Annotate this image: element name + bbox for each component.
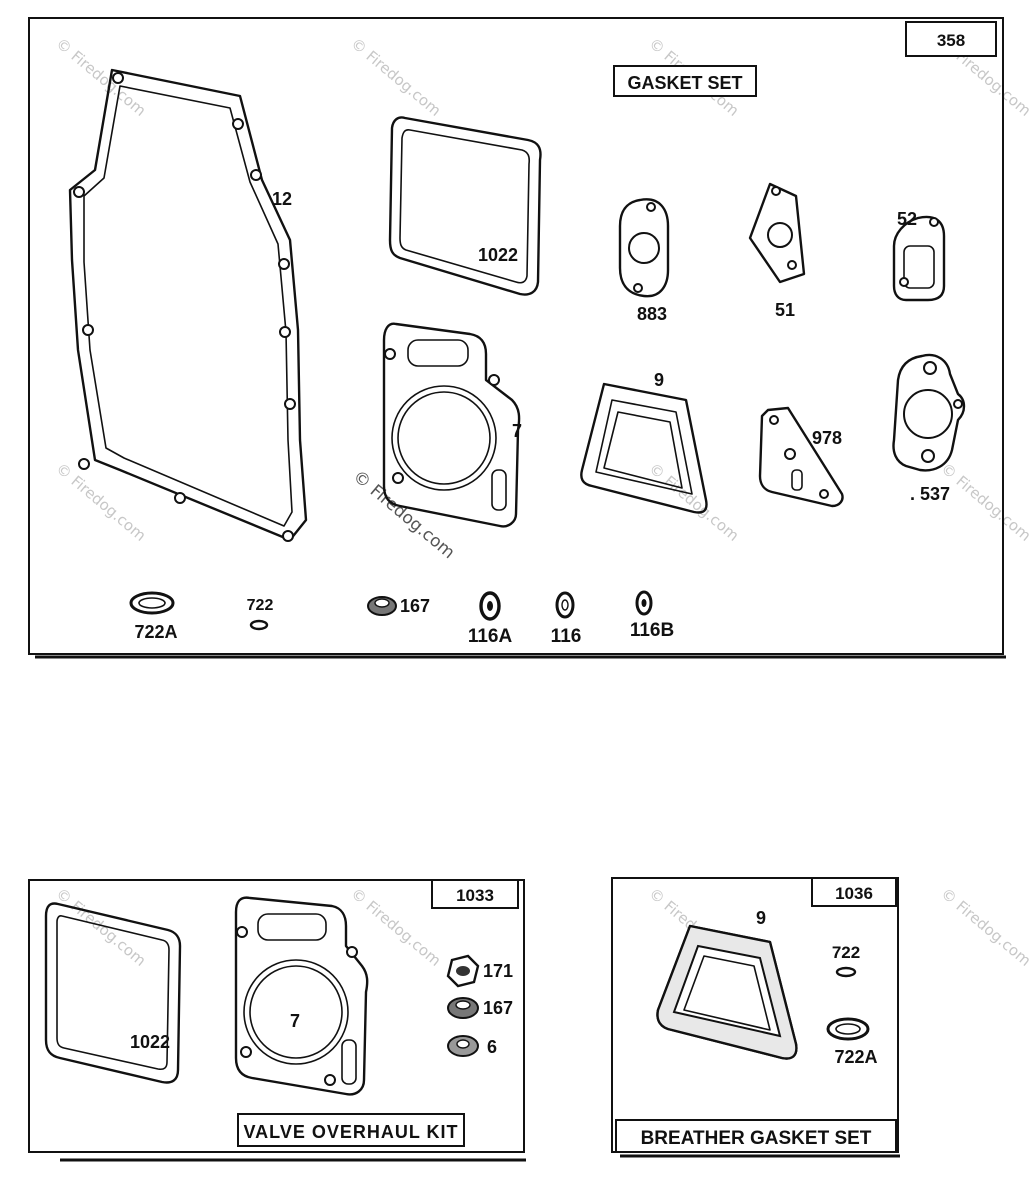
washer-116a: [479, 591, 501, 621]
part-label-9: 9: [654, 370, 664, 390]
exhaust-gasket-537: [892, 353, 966, 472]
panel-title-box: [615, 1119, 897, 1153]
panel-title-box: [613, 65, 757, 97]
part-label-116a: 116A: [468, 626, 513, 647]
part-label-167: 167: [483, 998, 513, 1018]
part-label-7: 7: [512, 421, 522, 441]
breather-gasket-9: [580, 382, 708, 514]
seal-722a: [826, 1017, 870, 1041]
rocker-cover-gasket: [44, 902, 182, 1084]
panel-title: VALVE OVERHAUL KIT: [243, 1122, 458, 1142]
watermark: © Firedog.com: [52, 884, 149, 969]
part-label-883: 883: [637, 304, 667, 324]
panel-frame: [28, 17, 1004, 655]
part-label-171: 171: [483, 961, 513, 981]
part-label-1022: 1022: [130, 1032, 170, 1052]
part-label-6: 6: [487, 1037, 497, 1057]
part-label-116: 116: [551, 626, 582, 647]
part-label-722a: 722A: [834, 1047, 877, 1067]
cylinder-head-gasket: [382, 322, 521, 528]
watermark: © Firedog.com: [52, 459, 149, 544]
part-label-7: 7: [290, 1011, 300, 1031]
panel-number: 1033: [456, 886, 494, 905]
watermark: © Firedog.com: [645, 459, 742, 544]
watermark: © Firedog.com: [347, 34, 444, 119]
gasket-52: [892, 215, 946, 302]
panel-number: 1036: [835, 884, 873, 903]
panel-number-box: [431, 879, 519, 909]
washer-116: [555, 591, 575, 619]
part-label-12: 12: [272, 189, 292, 209]
panel-number: 358: [937, 31, 965, 50]
part-label-52: 52: [897, 209, 917, 229]
part-label-722a: 722A: [134, 622, 177, 642]
part-label-9: 9: [756, 908, 766, 928]
panel-title-box: [237, 1113, 465, 1147]
watermark: © Firedog.com: [937, 884, 1034, 969]
part-label-978: 978: [812, 428, 842, 448]
crankcase-gasket: [68, 68, 308, 542]
seal-722: [249, 619, 269, 631]
watermark: © Firedog.com: [52, 34, 149, 119]
panel-frame: [28, 879, 525, 1153]
part-label-167: 167: [400, 596, 430, 616]
washer-116b: [635, 590, 653, 616]
valve-seal-167: [367, 596, 397, 616]
nut-171: [446, 954, 480, 988]
rocker-cover-gasket: [388, 116, 542, 296]
valve-seal-167: [447, 997, 479, 1019]
intake-gasket-883: [618, 198, 670, 298]
breather-gasket-9: [656, 924, 798, 1060]
part-label-116b: 116B: [630, 620, 674, 641]
panel-gasket-set: 358 GASKET SET 12 1022: [28, 17, 1006, 659]
part-label-51: 51: [775, 300, 795, 320]
panel-valve-overhaul-kit: 1033 VALVE OVERHAUL KIT 1022 7 171: [28, 879, 526, 1162]
panel-number-box: [905, 21, 997, 57]
watermark: © Firedog.com: [937, 459, 1034, 544]
panel-number-box: [811, 877, 897, 907]
plate-gasket-978: [758, 406, 844, 508]
seal-722a: [129, 591, 175, 615]
panel-title: BREATHER GASKET SET: [641, 1128, 872, 1149]
part-label-537: . 537: [910, 484, 950, 504]
part-label-1022: 1022: [478, 245, 518, 265]
carburetor-gasket-51: [748, 182, 806, 284]
part-label-722: 722: [247, 597, 274, 614]
panel-breather-gasket-set: 1036 BREATHER GASKET SET 9 722 722A: [611, 877, 900, 1158]
seal-722: [835, 966, 857, 978]
retainer-6: [447, 1035, 479, 1057]
watermark: © Firedog.com: [347, 884, 444, 969]
panel-title: GASKET SET: [627, 73, 742, 93]
cylinder-head-gasket: [234, 896, 369, 1096]
part-label-722: 722: [832, 943, 860, 962]
